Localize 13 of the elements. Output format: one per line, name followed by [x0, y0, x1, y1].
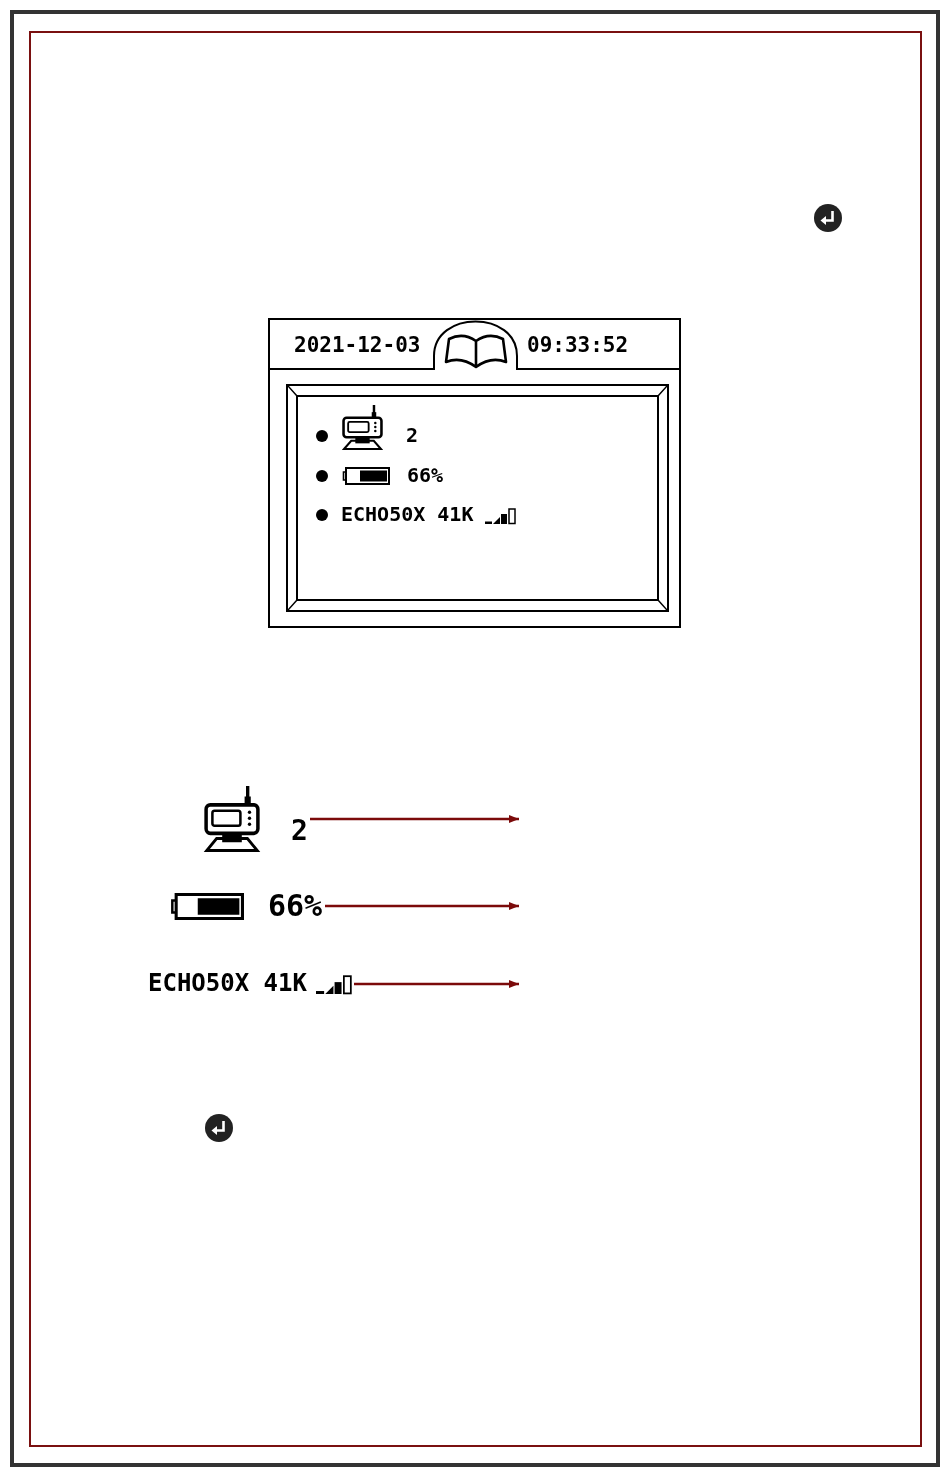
- battery-level-text: 66%: [268, 891, 323, 921]
- arrow: [325, 902, 519, 910]
- time-text: 09:33:52: [527, 335, 629, 356]
- network-text: ECHO50X 41K: [341, 504, 474, 524]
- device-screen: [268, 318, 681, 628]
- network-text: ECHO50X 41K: [148, 971, 307, 995]
- date-text: 2021-12-03: [294, 335, 421, 356]
- display-panel: [286, 384, 669, 612]
- arrow: [354, 980, 519, 988]
- receiver-count-text: 2: [406, 425, 419, 445]
- receiver-count-text: 2: [291, 817, 308, 845]
- battery-level-text: 66%: [407, 465, 444, 485]
- arrow: [310, 815, 519, 823]
